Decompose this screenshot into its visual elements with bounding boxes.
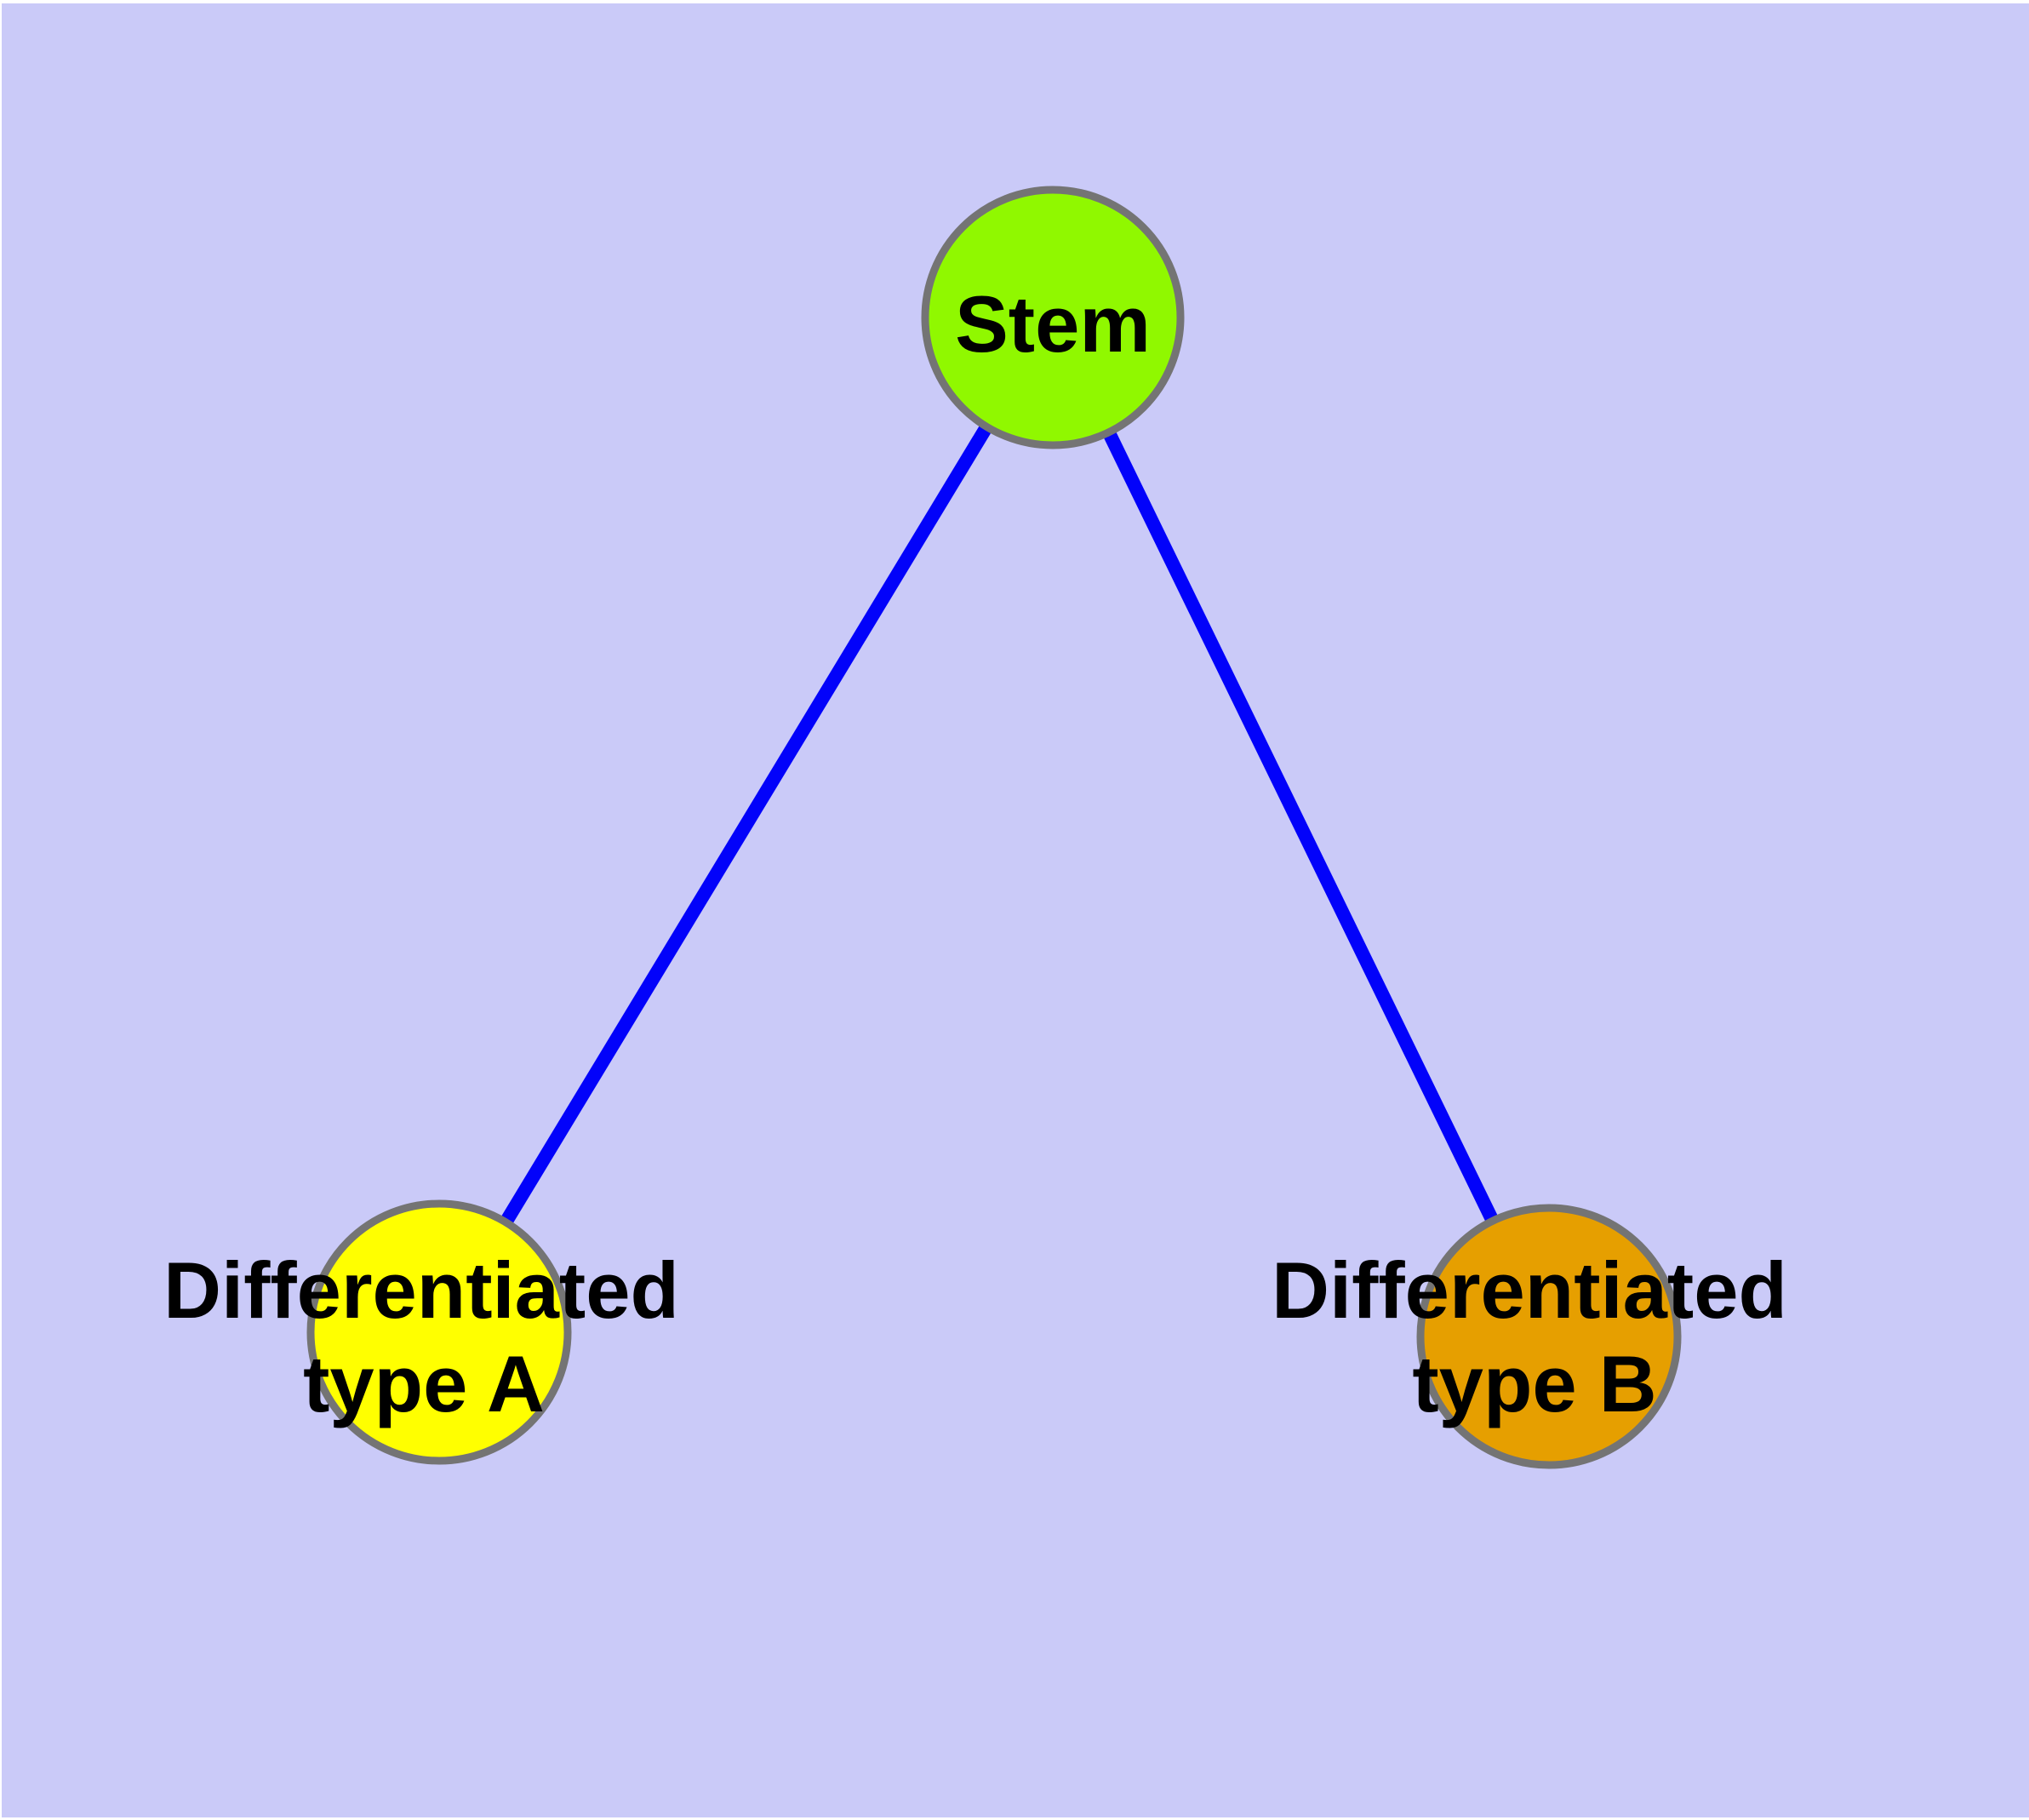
node-type-b-label-line1: Differentiated	[1272, 1245, 1787, 1335]
node-type-b-label-line2: type B	[1412, 1339, 1656, 1428]
top-edge-strip	[0, 0, 2029, 3]
edge-stem-to-type-b	[1046, 314, 1556, 1340]
node-type-a-label-line1: Differentiated	[163, 1245, 679, 1335]
node-stem-label: Stem	[955, 279, 1151, 369]
bottom-edge-strip	[0, 1817, 2029, 1820]
node-type-b	[1416, 1204, 1682, 1469]
node-stem	[921, 186, 1185, 449]
node-type-a	[306, 1199, 572, 1465]
left-edge-strip	[0, 0, 2, 1820]
edge-stem-to-type-a	[433, 313, 1059, 1336]
node-type-a-label-line2: type A	[303, 1339, 545, 1428]
